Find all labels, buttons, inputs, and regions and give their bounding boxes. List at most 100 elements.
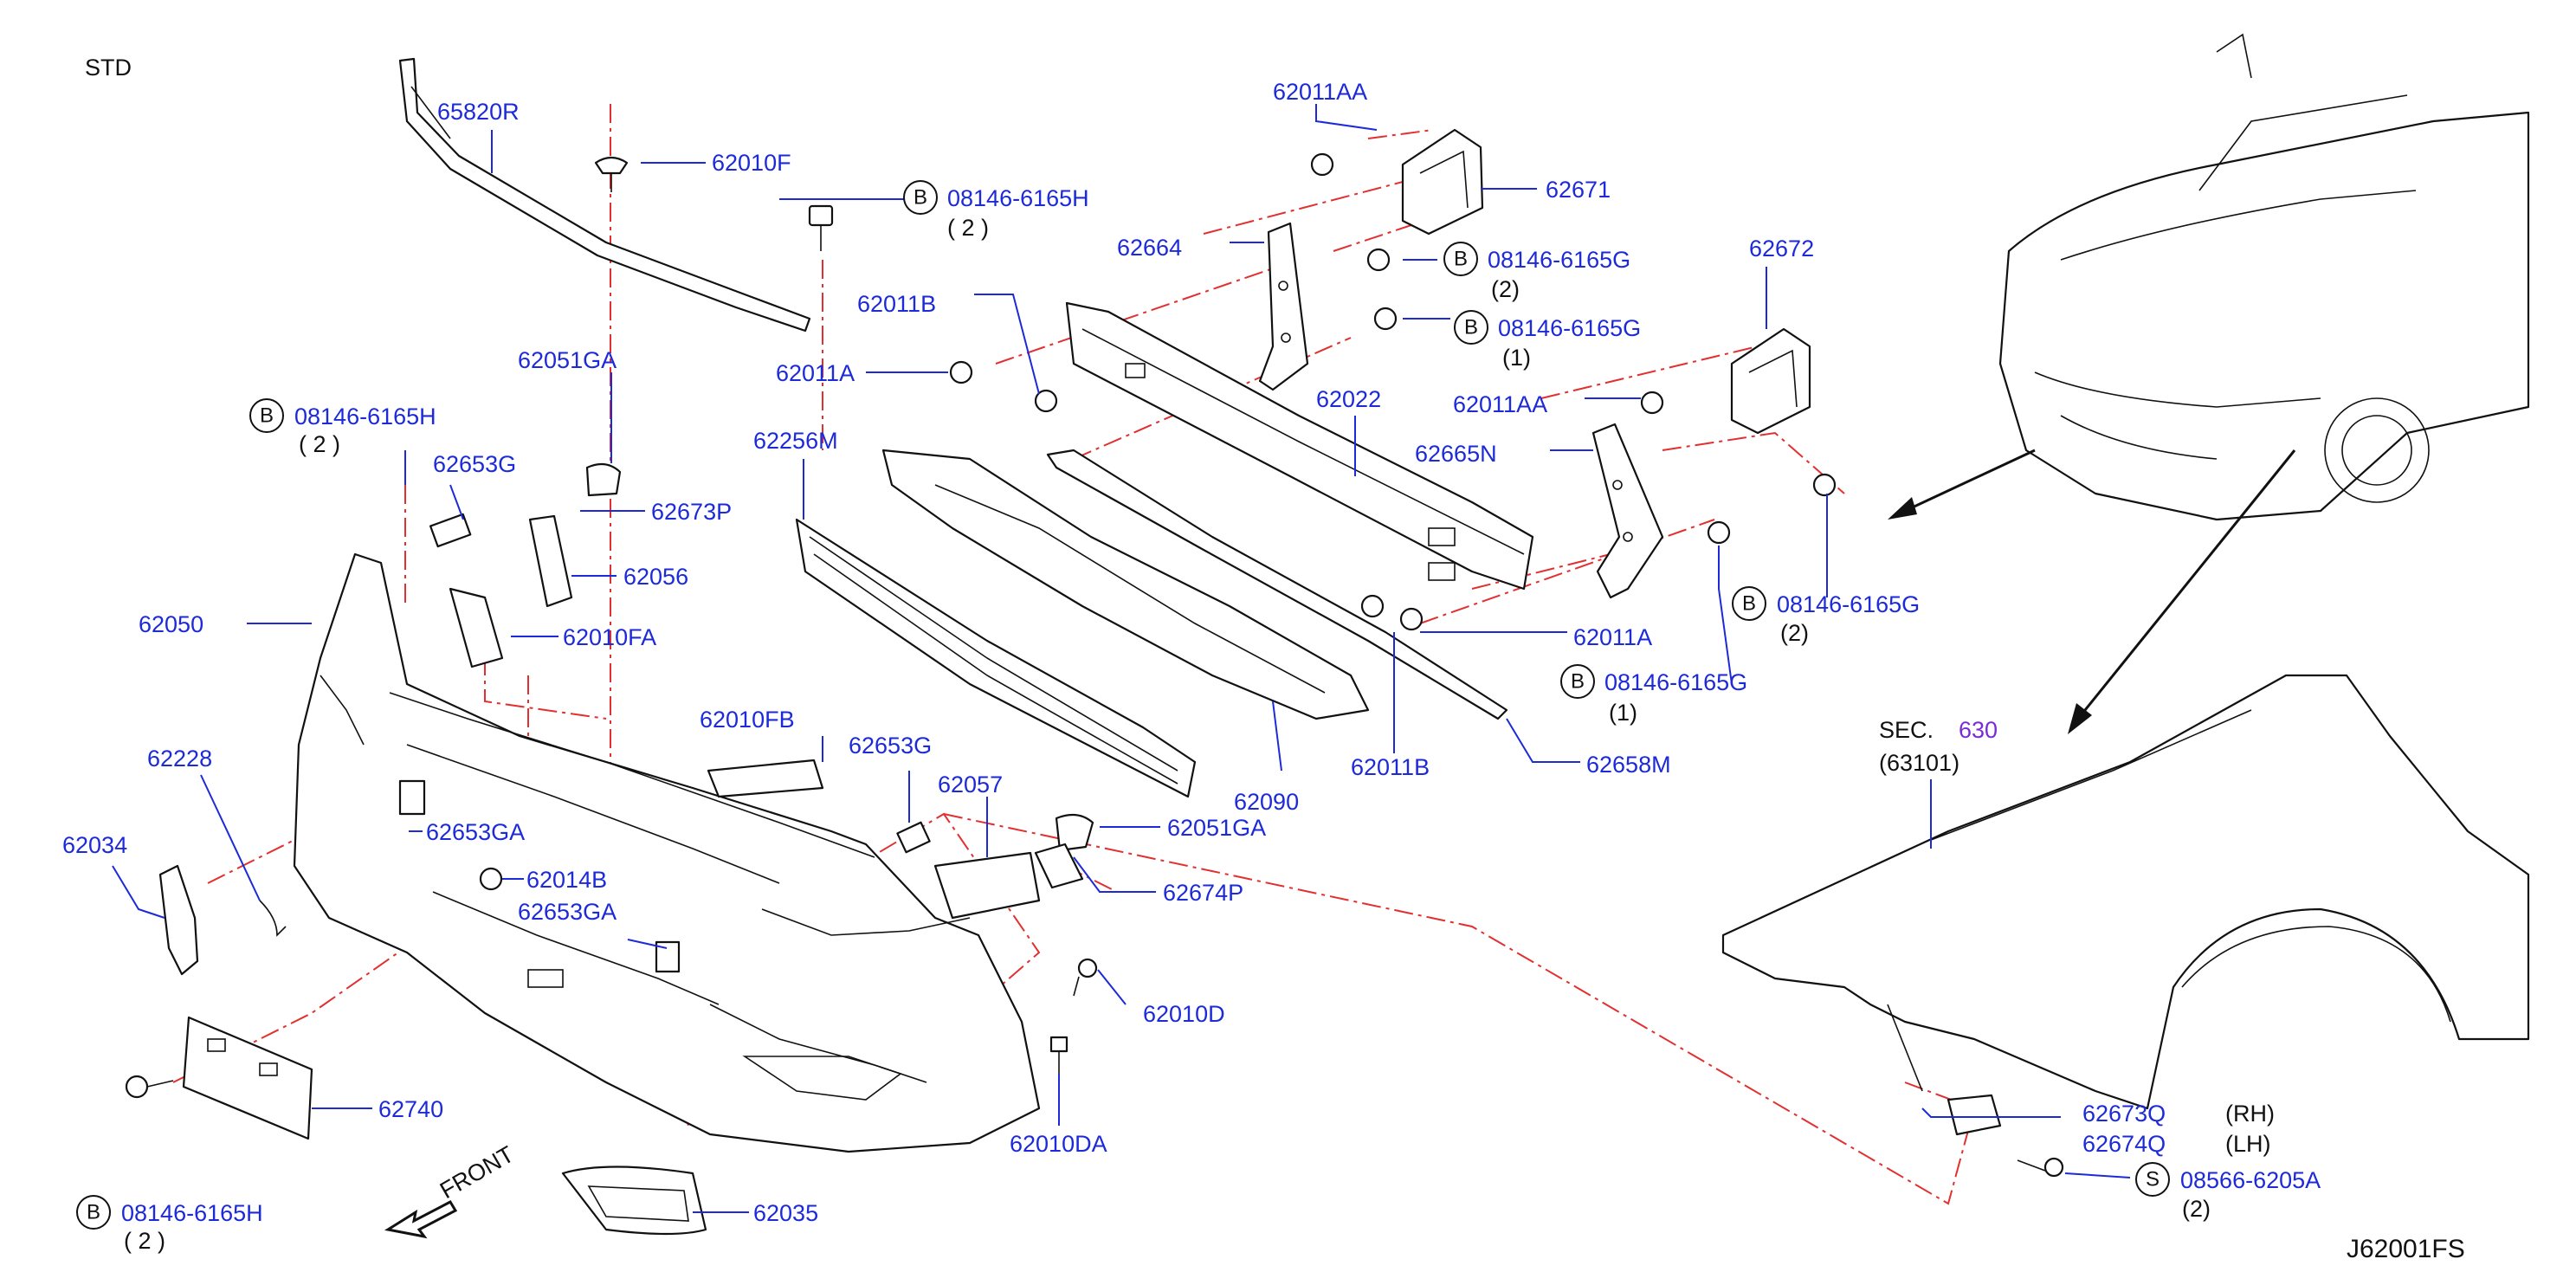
label-62665N: 62665N [1415, 441, 1497, 467]
label-62011B-top: 62011B [857, 291, 936, 317]
callout-circle [2135, 1162, 2170, 1197]
callout-qty: ( 2 ) [947, 215, 989, 241]
callout-symbol: B [260, 404, 274, 428]
callout-symbol: B [1742, 592, 1756, 616]
car-front-view [1998, 33, 2530, 521]
callout-number: 08146-6165H [121, 1200, 263, 1226]
label-62740: 62740 [378, 1096, 443, 1122]
label-62051GA-top: 62051GA [518, 347, 617, 373]
callout-circle [249, 398, 284, 433]
parts-stays [1401, 128, 1811, 435]
overview-arrows [1888, 449, 2296, 734]
label-62011AA-right: 62011AA [1453, 391, 1547, 417]
callout-c7: B 08146-6165G (1) [1560, 664, 1747, 726]
label-62056: 62056 [623, 564, 688, 590]
callout-number: 08146-6165G [1488, 247, 1630, 273]
label-62658M: 62658M [1586, 752, 1671, 778]
label-62090: 62090 [1234, 789, 1299, 815]
callout-circle [903, 180, 938, 215]
label-62673Q-side: (RH) [2225, 1101, 2275, 1127]
callout-circle [1443, 242, 1478, 276]
callout-circle [1732, 586, 1766, 621]
callout-qty: (1) [1609, 700, 1637, 726]
label-62050: 62050 [139, 611, 203, 637]
callout-c1: B 08146-6165H ( 2 ) [903, 180, 1089, 241]
front-label: FRONT [436, 1141, 519, 1204]
label-62256M: 62256M [753, 428, 838, 454]
label-62010FA: 62010FA [563, 624, 656, 650]
label-62035: 62035 [753, 1200, 818, 1226]
leader-lines [112, 104, 2131, 1213]
callout-qty: (2) [2182, 1196, 2211, 1222]
label-62664: 62664 [1117, 235, 1182, 261]
part-62740-plate [182, 1016, 313, 1140]
label-62673Q: 62673Q [2082, 1101, 2166, 1127]
callout-c2: B 08146-6165H ( 2 ) [249, 398, 436, 457]
part-62050-bumper-fascia [293, 552, 1041, 1153]
callout-symbol: B [87, 1201, 100, 1224]
label-62228: 62228 [147, 746, 212, 772]
callout-circle [1454, 310, 1488, 345]
label-62011A-bottom: 62011A [1573, 624, 1652, 650]
label-62011AA-top: 62011AA [1273, 79, 1367, 105]
label-62010FB: 62010FB [700, 707, 795, 733]
part-62035-fog-cover [561, 1166, 707, 1236]
callout-qty: ( 2 ) [299, 431, 340, 457]
callout-c3: B 08146-6165H ( 2 ) [76, 1195, 263, 1254]
callout-circle [76, 1195, 111, 1230]
callout-symbol: B [1571, 670, 1585, 694]
part-62256M-grille [795, 518, 1197, 798]
label-62010DA: 62010DA [1010, 1131, 1107, 1157]
label-65820R: 65820R [437, 99, 520, 125]
callout-qty: (2) [1491, 276, 1520, 302]
callout-symbol: B [1464, 316, 1478, 339]
callout-symbol: B [1454, 248, 1468, 271]
part-62228 [259, 900, 287, 937]
callout-qty: (2) [1780, 620, 1809, 646]
callout-qty: (1) [1502, 345, 1531, 371]
callout-number: 08566-6205A [2180, 1167, 2321, 1193]
label-62011B-bottom: 62011B [1351, 754, 1430, 780]
section-link-630[interactable]: 630 [1959, 717, 1998, 743]
callout-c5: B 08146-6165G (1) [1454, 310, 1641, 371]
bolts-beam [949, 152, 1837, 631]
assembly-lines [172, 104, 1975, 1205]
section-prefix: SEC. [1879, 717, 1934, 743]
label-62671: 62671 [1546, 177, 1611, 203]
label-62011A-top: 62011A [776, 360, 855, 386]
std-label: STD [85, 55, 132, 81]
label-62673P: 62673P [651, 499, 732, 525]
label-62010D: 62010D [1143, 1001, 1225, 1027]
part-62090-absorber [881, 449, 1370, 720]
label-62034: 62034 [62, 832, 127, 858]
screws-62010D [1049, 958, 1098, 1074]
callout-number: 08146-6165H [294, 404, 436, 429]
label-62653GA-a: 62653GA [426, 819, 525, 845]
part-65820R-molding [398, 57, 811, 333]
callout-c8: S 08566-6205A (2) [2135, 1162, 2321, 1222]
callout-circle [1560, 664, 1595, 699]
part-62673Q-clip [1947, 1094, 2064, 1178]
parts-left-cluster [398, 462, 681, 973]
label-62674P: 62674P [1163, 880, 1243, 906]
callout-number: 08146-6165G [1604, 669, 1747, 695]
front-arrow-icon [384, 1200, 458, 1239]
section-sub: (63101) [1879, 750, 1959, 776]
part-fender [1721, 674, 2530, 1110]
part-62010F-clip [594, 156, 629, 192]
bolt-top [808, 204, 834, 251]
callout-c4: B 08146-6165G (2) [1443, 242, 1630, 302]
callout-number: 08146-6165G [1777, 591, 1920, 617]
callout-c6: B 08146-6165G (2) [1732, 586, 1920, 646]
label-62010F: 62010F [712, 150, 791, 176]
diagram-code: J62001FS [2347, 1235, 2465, 1263]
callout-symbol: B [914, 186, 927, 210]
label-62051GA-mid: 62051GA [1167, 815, 1266, 841]
bolt-bottom-left [125, 1075, 174, 1099]
label-62674Q: 62674Q [2082, 1131, 2166, 1157]
label-62674Q-side: (LH) [2225, 1131, 2271, 1157]
part-62658M-strip [1046, 449, 1508, 720]
label-62672: 62672 [1749, 236, 1814, 262]
part-62034 [158, 864, 199, 976]
